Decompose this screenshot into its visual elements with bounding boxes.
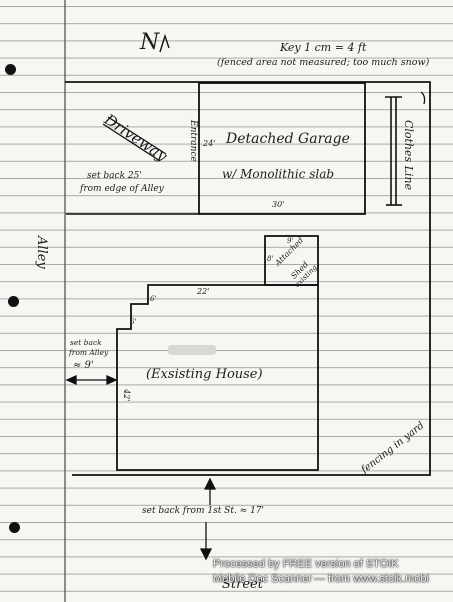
lot-boundary [65,81,431,476]
binder-hole-1 [5,64,16,75]
watermark-line-2: Mobile Doc Scanner [213,573,313,585]
street-setback-arrow [199,477,217,561]
garage-width: 30' [272,200,285,209]
key-scale: Key 1 cm = 4 ft [280,41,367,54]
entrance-label: Entrance [188,120,198,162]
shed-width: 9' [287,237,294,245]
binder-hole-2 [8,296,19,307]
detached-garage-outline [198,82,366,215]
binder-hole-3 [9,522,20,533]
garage-depth: 24' [203,139,216,148]
setback-alley-house-3: ≈ 9' [73,360,94,371]
house-jog-b: 6' [130,318,137,326]
alley-setback-arrow [65,374,118,386]
house-label: (Exsisting House) [146,367,263,382]
setback-alley-garage-2: from edge of Alley [80,184,164,194]
setback-street: set back from 1st St. ≈ 17' [142,506,265,516]
street-label: Street [222,577,263,592]
fence-line [420,91,426,105]
garage-subtitle: w/ Monolithic slab [222,167,335,181]
smudge [168,345,216,355]
clothes-line [385,96,402,206]
key-note: (fenced area not measured; too much snow… [217,57,430,68]
north-label: N [140,30,160,55]
watermark-line-3: — from www.stoik.mobi [314,573,429,585]
clothes-line-label: Clothes Line [402,120,415,191]
house-side-length: 42' [122,389,131,402]
existing-house-outline [116,284,319,471]
setback-alley-garage-1: set back 25' [87,171,142,181]
garage-title: Detached Garage [226,131,350,147]
house-jog-a: 6' [150,295,157,303]
setback-alley-house-1: set back [70,338,102,347]
house-top-width: 22' [197,287,210,296]
driveway-arrow [102,116,167,162]
setback-alley-house-2: from Alley [69,348,109,357]
shed-depth: 8' [267,255,274,263]
watermark-line-1: Processed by FREE version of STOIK [213,558,399,570]
alley-label: Alley [34,236,49,269]
north-arrow-icon [159,33,170,53]
